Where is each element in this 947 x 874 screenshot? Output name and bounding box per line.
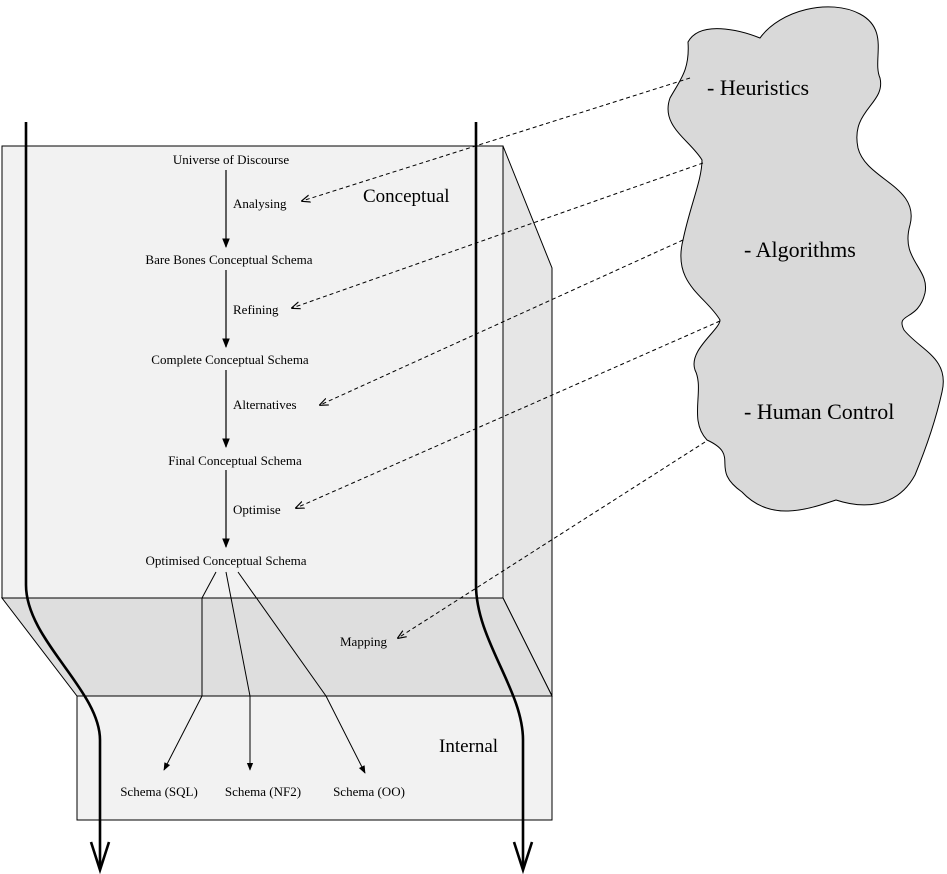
activity-alternatives: Alternatives	[233, 397, 297, 412]
cloud-to-refining	[292, 162, 704, 308]
activity-mapping: Mapping	[340, 634, 387, 649]
right-flow-arrowhead	[512, 841, 534, 874]
step-optimised: Optimised Conceptual Schema	[145, 553, 306, 568]
cloud-heuristics: - Heuristics	[707, 75, 809, 100]
mapping-branch-sql	[163, 571, 217, 771]
internal-box-face	[76, 695, 553, 821]
methods-cloud	[667, 6, 944, 512]
conceptual-label: Conceptual	[363, 186, 450, 207]
right-flow-line	[474, 122, 525, 868]
activity-refining: Refining	[233, 302, 279, 317]
schema-nf2: Schema (NF2)	[225, 784, 301, 799]
cloud-to-optimise	[296, 320, 721, 508]
step-bare-bones: Bare Bones Conceptual Schema	[145, 252, 312, 267]
activity-analysing: Analysing	[233, 196, 287, 211]
cloud-algorithms: - Algorithms	[744, 237, 856, 262]
schema-oo: Schema (OO)	[333, 784, 405, 799]
conceptual-box-face	[1, 145, 504, 599]
mapping-branch-nf2	[225, 571, 254, 771]
step-complete: Complete Conceptual Schema	[151, 352, 309, 367]
internal-label: Internal	[439, 736, 498, 757]
step-final: Final Conceptual Schema	[168, 453, 302, 468]
mapping-branch-oo	[237, 571, 366, 774]
left-flow-line	[24, 122, 102, 868]
heuristics-to-analysing	[302, 77, 691, 201]
activity-optimise: Optimise	[233, 502, 281, 517]
human-control-to-mapping	[398, 441, 706, 638]
step-universe: Universe of Discourse	[173, 152, 289, 167]
algorithms-to-alternatives	[320, 239, 684, 405]
cloud-human-control: - Human Control	[744, 399, 894, 424]
schema-sql: Schema (SQL)	[120, 784, 198, 799]
mapping-slant	[0, 597, 553, 697]
left-flow-arrowhead	[89, 841, 111, 874]
